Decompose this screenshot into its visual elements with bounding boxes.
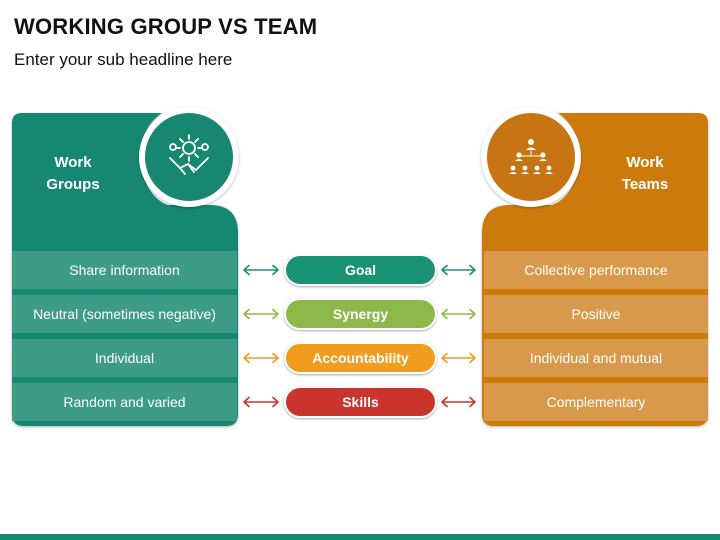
page-title: WORKING GROUP VS TEAM [14, 14, 318, 39]
work-teams-item: Complementary [484, 383, 708, 421]
work-groups-title-line2: Groups [46, 176, 100, 193]
comparison-pill-goal: Goal [284, 254, 437, 286]
comparison-pill-accountability: Accountability [284, 342, 437, 374]
double-arrow-right-icon [441, 308, 476, 320]
work-teams-item: Individual and mutual [484, 339, 708, 377]
work-teams-title: Work Teams [600, 152, 690, 196]
work-teams-item: Collective performance [484, 251, 708, 289]
work-groups-item: Random and varied [12, 383, 237, 421]
double-arrow-left-icon [243, 308, 279, 320]
team-hierarchy-icon [481, 107, 581, 207]
work-groups-title-line1: Work [54, 154, 92, 171]
handshake-gear-icon [139, 107, 239, 207]
work-teams-item: Positive [484, 295, 708, 333]
double-arrow-right-icon [441, 396, 476, 408]
work-teams-title-line1: Work [626, 154, 664, 171]
comparison-pill-skills: Skills [284, 386, 437, 418]
page-subtitle: Enter your sub headline here [14, 50, 233, 69]
work-teams-title-line2: Teams [621, 176, 669, 193]
bottom-accent-bar [0, 534, 720, 540]
work-groups-item: Share information [12, 251, 237, 289]
double-arrow-right-icon [441, 352, 476, 364]
double-arrow-right-icon [441, 264, 476, 276]
comparison-pill-synergy: Synergy [284, 298, 437, 330]
double-arrow-left-icon [243, 264, 279, 276]
double-arrow-left-icon [243, 352, 279, 364]
work-groups-title: Work Groups [28, 152, 118, 196]
double-arrow-left-icon [243, 396, 279, 408]
work-groups-item: Neutral (sometimes negative) [12, 295, 237, 333]
work-groups-item: Individual [12, 339, 237, 377]
